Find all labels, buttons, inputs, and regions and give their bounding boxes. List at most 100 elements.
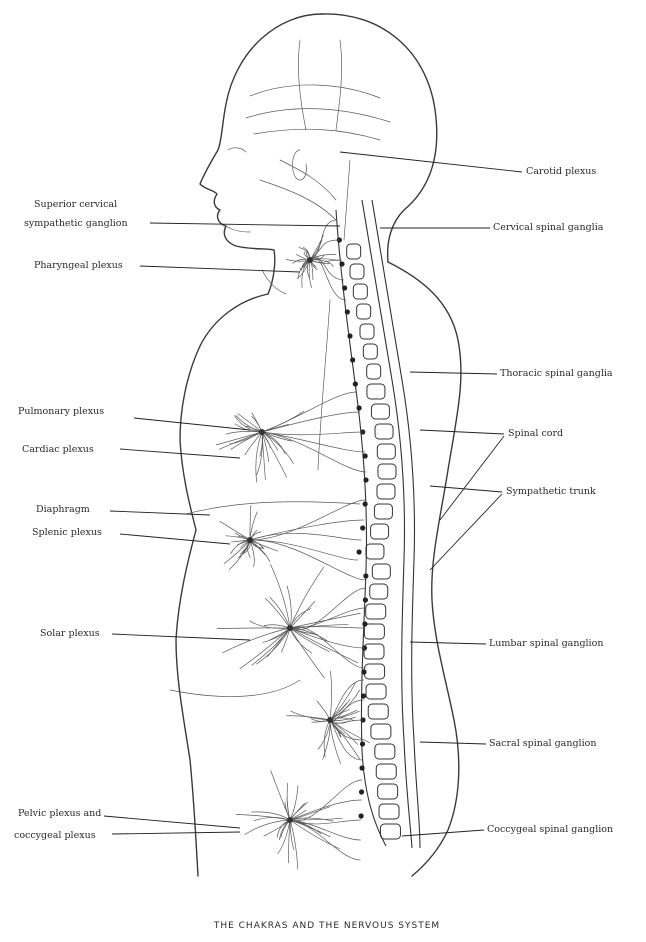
- label-sympathetic-trunk: Sympathetic trunk: [506, 486, 596, 497]
- vertebra: [366, 684, 386, 699]
- ganglion-dot: [360, 741, 365, 746]
- brain-nerves: [246, 40, 390, 240]
- vertebra: [363, 344, 377, 359]
- leader-splenic: [120, 534, 230, 544]
- leader-spinal-cord-a: [420, 430, 504, 434]
- label-pelvic-1: Pelvic plexus and: [18, 808, 101, 819]
- ganglion-dot: [359, 789, 364, 794]
- plexus-core: [307, 257, 313, 263]
- vertebra: [365, 664, 385, 679]
- label-pulmonary: Pulmonary plexus: [18, 406, 104, 417]
- vertebra: [367, 364, 381, 379]
- label-cardiac: Cardiac plexus: [22, 444, 94, 455]
- plexus-core: [287, 817, 293, 823]
- label-thoracic-spinal: Thoracic spinal ganglia: [500, 368, 613, 379]
- label-superior-cervical-1: Superior cervical: [34, 199, 117, 210]
- leader-coccygeal-spinal: [402, 830, 484, 836]
- nerve-fiber: [290, 628, 324, 678]
- nerve-fiber: [250, 540, 358, 560]
- ganglion-dot: [361, 693, 366, 698]
- nerve-fiber: [250, 540, 366, 580]
- vertebra: [376, 764, 396, 779]
- vertebra: [374, 504, 392, 519]
- leader-pelvic-a: [104, 816, 240, 828]
- nerve-fiber: [245, 820, 290, 834]
- vertebra: [367, 384, 385, 399]
- nerve-fiber: [236, 814, 290, 820]
- vertebra: [350, 264, 364, 279]
- ganglion-dot: [356, 549, 361, 554]
- vertebra: [371, 404, 389, 419]
- ganglion-dot: [361, 669, 366, 674]
- leader-sacral-spinal: [420, 742, 486, 744]
- ganglion-dot: [363, 573, 368, 578]
- leader-sympathetic-trunk-b: [430, 494, 502, 570]
- nerve-fiber: [250, 533, 361, 540]
- nerve-fiber: [262, 392, 356, 432]
- figure-caption: THE CHAKRAS AND THE NERVOUS SYSTEM: [213, 921, 440, 931]
- vertebra: [375, 424, 393, 439]
- ganglion-dot: [356, 405, 361, 410]
- leader-solar: [112, 634, 250, 640]
- leader-pulmonary: [134, 418, 250, 430]
- vertebra: [371, 724, 391, 739]
- vertebra: [380, 824, 400, 839]
- nerve-fiber: [262, 411, 304, 432]
- plexus-core: [247, 537, 253, 543]
- nerve-fiber: [290, 820, 298, 869]
- nerve-fiber: [271, 564, 290, 628]
- vertebra: [375, 744, 395, 759]
- vertebra: [364, 624, 384, 639]
- nerve-fiber: [250, 540, 254, 567]
- vertebra: [379, 804, 399, 819]
- label-superior-cervical-2: sympathetic ganglion: [24, 218, 128, 229]
- vertebra: [378, 784, 398, 799]
- vertebra: [372, 564, 390, 579]
- nerve-fiber: [290, 820, 360, 860]
- label-pelvic-2: coccygeal plexus: [14, 830, 96, 841]
- label-cervical-spinal: Cervical spinal ganglia: [493, 222, 604, 233]
- ganglion-dot: [363, 597, 368, 602]
- vertebra: [360, 324, 374, 339]
- ganglion-dot: [358, 813, 363, 818]
- vertebra: [368, 704, 388, 719]
- leader-pharyngeal: [140, 266, 300, 272]
- nerve-fiber: [330, 720, 358, 744]
- plexus-core: [287, 625, 293, 631]
- ganglion-dot: [363, 453, 368, 458]
- label-diaphragm: Diaphragm: [36, 504, 90, 515]
- body-outline: [170, 14, 461, 876]
- label-splenic: Splenic plexus: [32, 527, 102, 538]
- ganglion-dot: [339, 261, 344, 266]
- ganglion-dot: [347, 333, 352, 338]
- vertebra: [366, 604, 386, 619]
- left-labels: Superior cervical sympathetic ganglion P…: [14, 199, 340, 841]
- leader-thoracic-spinal: [410, 372, 497, 374]
- nerve-fiber: [290, 588, 366, 630]
- ganglion-dot: [360, 525, 365, 530]
- vertebra: [377, 444, 395, 459]
- vertebra: [370, 584, 388, 599]
- label-lumbar-spinal: Lumbar spinal ganglion: [489, 638, 603, 649]
- leader-sympathetic-trunk-a: [430, 486, 502, 492]
- leader-spinal-cord-b: [440, 436, 504, 520]
- nerve-fiber: [290, 820, 339, 849]
- nerve-fiber: [216, 432, 262, 445]
- nerve-fiber: [265, 598, 290, 628]
- vertebra: [366, 544, 384, 559]
- label-solar: Solar plexus: [40, 628, 100, 639]
- ganglion-dot: [359, 765, 364, 770]
- ganglion-dot: [363, 477, 368, 482]
- spinal-column: [347, 244, 401, 839]
- ganglion-dot: [363, 501, 368, 506]
- leader-cardiac: [120, 449, 240, 458]
- plexus-core: [327, 717, 333, 723]
- ganglion-dot: [353, 381, 358, 386]
- vertebra: [378, 464, 396, 479]
- label-sacral-spinal: Sacral spinal ganglion: [489, 738, 596, 749]
- ganglion-dot: [362, 621, 367, 626]
- leader-pelvic-b: [112, 832, 240, 834]
- vertebra: [364, 644, 384, 659]
- nerve-fiber: [290, 601, 315, 628]
